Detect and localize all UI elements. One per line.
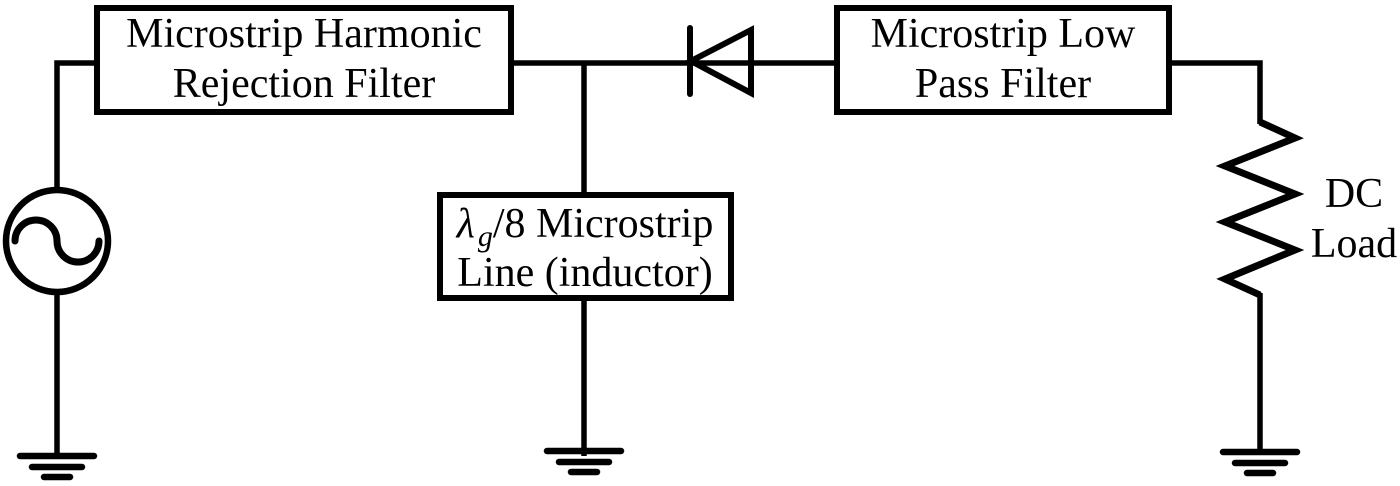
low-pass-filter-label-line2: Pass Filter bbox=[915, 61, 1091, 107]
wire-lpf-to-resistor bbox=[1168, 60, 1263, 124]
ac-source-circle bbox=[2, 186, 112, 296]
lambda-subscript: g bbox=[478, 220, 493, 253]
harmonic-filter-label-line2: Rejection Filter bbox=[173, 61, 435, 107]
wire-source-to-harmonic-filter bbox=[54, 60, 97, 192]
harmonic-filter-label-line1: Microstrip Harmonic bbox=[126, 11, 482, 57]
diode-icon bbox=[684, 25, 754, 98]
microstrip-line-box bbox=[437, 192, 734, 301]
harmonic-filter-box bbox=[94, 5, 514, 115]
dc-load-label-line1: DC bbox=[1325, 171, 1383, 217]
lambda-symbol: λ bbox=[455, 201, 475, 247]
microstrip-line-label-line2: Line (inductor) bbox=[457, 250, 712, 296]
dc-load-label-line2: Load bbox=[1311, 221, 1397, 267]
microstrip-line-label-rest: /8 Microstrip bbox=[493, 201, 713, 247]
diode-triangle bbox=[684, 25, 754, 98]
resistor-icon bbox=[1215, 118, 1305, 299]
ac-source-icon bbox=[2, 186, 112, 296]
low-pass-filter-box bbox=[834, 5, 1172, 115]
low-pass-filter-label-line1: Microstrip Low bbox=[871, 11, 1136, 57]
ground-icon bbox=[1219, 448, 1301, 477]
ground-icon bbox=[16, 452, 98, 481]
sine-wave-icon bbox=[11, 216, 103, 266]
ground-icon bbox=[543, 447, 625, 476]
